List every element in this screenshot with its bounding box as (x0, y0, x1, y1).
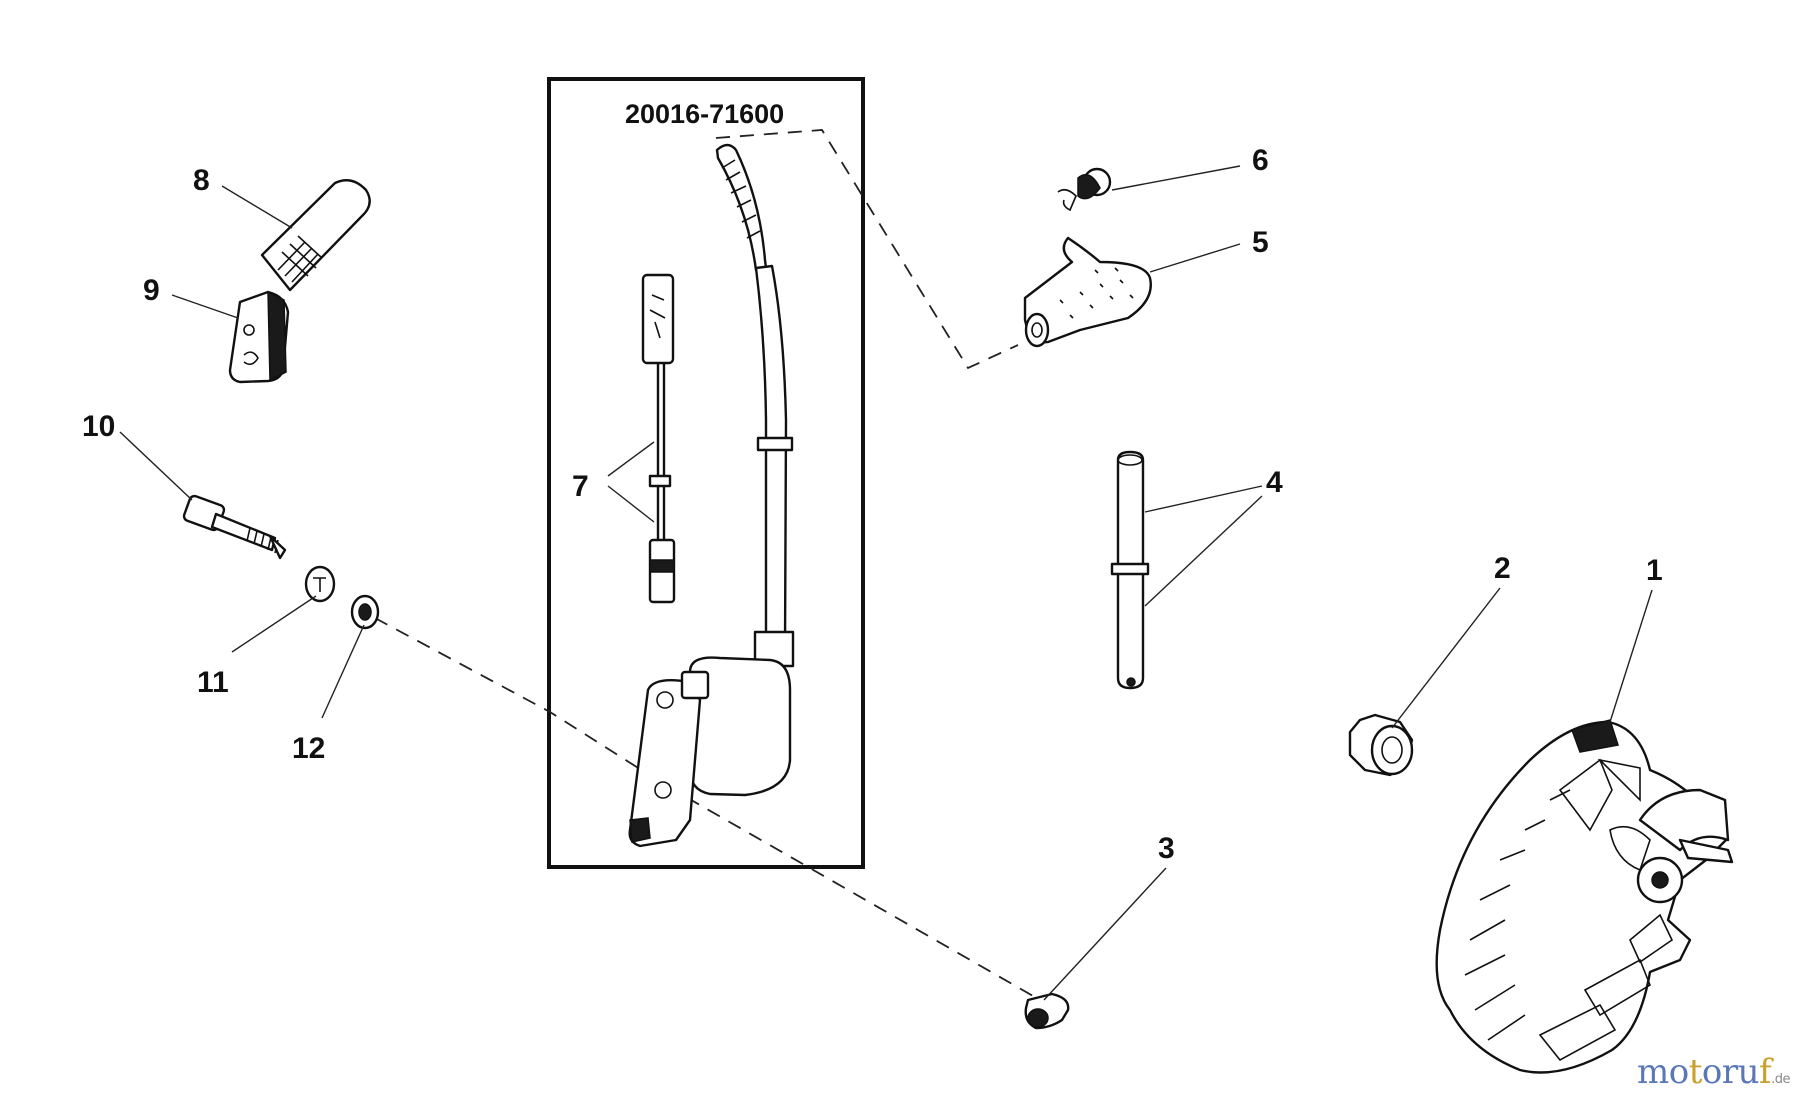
leader-5 (1149, 243, 1241, 273)
leader-3 (1043, 867, 1167, 1001)
assembly-line-coil-to-plug-cap (715, 129, 1019, 370)
part-12-lock-washer (350, 594, 380, 630)
part-9-switch-plate (228, 290, 290, 384)
callout-12: 12 (292, 732, 325, 765)
part-11-washer (304, 565, 336, 603)
kit-part-number: 20016-71600 (625, 99, 784, 129)
part-7-lead-wires (641, 273, 676, 604)
part-6-spring-clip (1057, 167, 1112, 212)
part-1-flywheel (1435, 719, 1734, 1074)
part-3-spacer (1024, 992, 1070, 1030)
part-10-screw (182, 494, 287, 560)
callout-6: 6 (1252, 144, 1269, 177)
leader-6 (1111, 165, 1241, 191)
ignition-coil-kit-box (547, 77, 865, 869)
callout-8: 8 (193, 164, 210, 197)
callout-7: 7 (572, 470, 589, 503)
callout-3: 3 (1158, 832, 1175, 865)
part-8-switch-grip (260, 179, 371, 292)
watermark-logo: motoruf.de (1637, 1052, 1790, 1092)
assembly-line-screw-to-spacer (374, 617, 1041, 1001)
leader-9 (171, 294, 239, 319)
callout-10: 10 (82, 410, 115, 443)
part-2-flywheel-nut (1348, 713, 1414, 777)
leader-10 (119, 431, 193, 501)
leader-11 (231, 595, 317, 653)
callout-1: 1 (1646, 554, 1663, 587)
part-4-hose (1110, 450, 1150, 690)
callout-5: 5 (1252, 226, 1269, 259)
leader-7b (607, 485, 655, 523)
leader-8 (221, 185, 293, 229)
callout-4: 4 (1266, 466, 1283, 499)
leader-4b (1144, 495, 1263, 607)
leader-12 (321, 624, 365, 719)
callout-2: 2 (1494, 552, 1511, 585)
ignition-coil (628, 143, 795, 848)
leader-1 (1609, 589, 1653, 723)
leader-4a (1144, 485, 1263, 513)
leader-2 (1391, 587, 1501, 729)
leader-7a (607, 441, 655, 477)
callout-11: 11 (197, 666, 229, 699)
callout-9: 9 (143, 274, 160, 307)
part-5-spark-plug-cap (1023, 236, 1152, 348)
